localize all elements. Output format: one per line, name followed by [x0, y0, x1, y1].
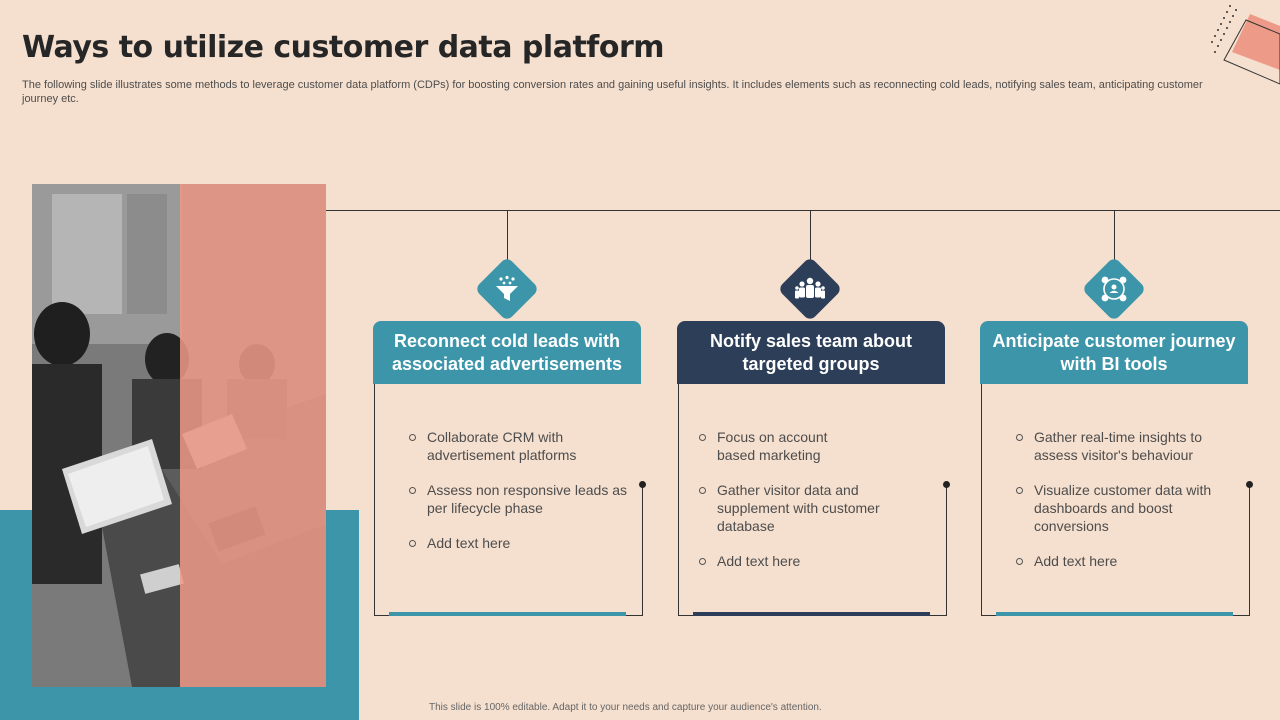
card-dot-1	[639, 481, 646, 488]
team-icon	[787, 266, 833, 312]
card-body-2: Focus on account based marketing Gather …	[678, 384, 950, 616]
card-body-3: Gather real-time insights to assess visi…	[981, 384, 1253, 616]
bullet-list-2: Focus on account based marketing Gather …	[699, 428, 919, 587]
list-item: Visualize customer data with dashboards …	[1016, 481, 1226, 535]
card-heading-1: Reconnect cold leads with associated adv…	[373, 321, 641, 384]
card-accent-3	[996, 612, 1233, 616]
card-heading-2: Notify sales team about targeted groups	[677, 321, 945, 384]
page-subtitle: The following slide illustrates some met…	[22, 79, 1203, 105]
card-right-line-1	[642, 484, 643, 616]
photo-salmon-overlay	[180, 184, 326, 687]
funnel-icon	[484, 266, 530, 312]
corner-decoration	[1211, 5, 1280, 85]
list-item: Add text here	[1016, 552, 1226, 570]
list-item: Assess non responsive leads as per lifec…	[409, 481, 629, 517]
list-item: Focus on account based marketing	[699, 428, 849, 464]
list-item: Add text here	[409, 534, 629, 552]
card-right-line-2	[946, 484, 947, 616]
card-accent-1	[389, 612, 626, 616]
card-right-line-3	[1249, 484, 1250, 616]
card-accent-2	[693, 612, 930, 616]
card-dot-3	[1246, 481, 1253, 488]
connector-2	[810, 211, 811, 261]
list-item: Gather visitor data and supplement with …	[699, 481, 884, 535]
list-item: Add text here	[699, 552, 919, 570]
connector-1	[507, 211, 508, 261]
footer-note: This slide is 100% editable. Adapt it to…	[429, 702, 822, 713]
customer-journey-icon	[1091, 266, 1137, 312]
card-heading-3: Anticipate customer journey with BI tool…	[980, 321, 1248, 384]
bullet-list-1: Collaborate CRM with advertisement platf…	[409, 428, 629, 569]
list-item: Collaborate CRM with advertisement platf…	[409, 428, 609, 464]
card-body-1: Collaborate CRM with advertisement platf…	[374, 384, 646, 616]
connector-3	[1114, 211, 1115, 261]
list-item: Gather real-time insights to assess visi…	[1016, 428, 1216, 464]
page-title: Ways to utilize customer data platform	[22, 30, 665, 65]
bullet-list-3: Gather real-time insights to assess visi…	[1016, 428, 1226, 587]
card-dot-2	[943, 481, 950, 488]
timeline-line	[326, 210, 1280, 211]
meeting-photo	[32, 184, 326, 687]
